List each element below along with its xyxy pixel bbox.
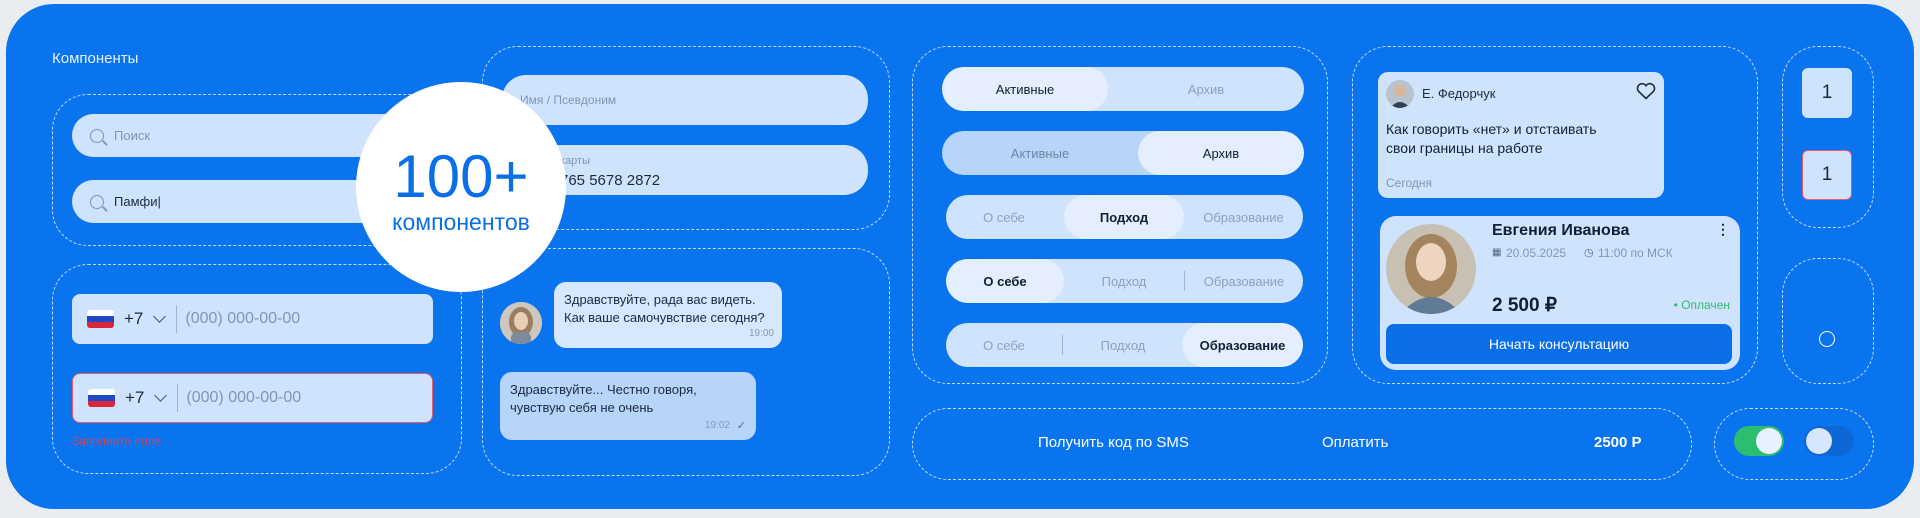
outgoing-line-2: чувствую себя не очень: [510, 400, 654, 415]
more-vertical-icon[interactable]: ⋮: [1716, 221, 1730, 237]
tab-active[interactable]: Активные: [1010, 145, 1070, 161]
toggle-switch-on[interactable]: [1734, 426, 1784, 456]
article-author: Е. Федорчук: [1422, 86, 1496, 101]
segment-about[interactable]: О себе: [983, 209, 1025, 225]
phone-group: [52, 264, 462, 474]
incoming-message: Здравствуйте, рада вас видеть. Как ваше …: [554, 282, 782, 348]
segments-about-selected: О себе Подход Образование: [946, 259, 1303, 303]
outgoing-line-1: Здравствуйте... Честно говоря,: [510, 382, 697, 397]
divider: [1062, 335, 1063, 355]
read-check-icon: ✓: [736, 420, 746, 432]
incoming-line-1: Здравствуйте, рада вас видеть.: [564, 292, 756, 307]
segment-about[interactable]: О себе: [983, 337, 1025, 353]
search-icon: [90, 194, 104, 209]
tab-archive[interactable]: Архив: [1187, 81, 1225, 97]
toggle-knob: [1806, 428, 1832, 454]
nickname-placeholder: Имя / Псевдоним: [520, 93, 617, 107]
search-value: Памфи|: [114, 194, 161, 209]
components-count-badge: 100+ компонентов: [356, 82, 566, 292]
article-title-line-1: Как говорить «нет» и отстаивать: [1386, 121, 1597, 137]
card-number-value: 765 5678 2872: [560, 172, 661, 189]
nickname-input[interactable]: Имя / Псевдоним: [502, 75, 868, 125]
search-placeholder: Поиск: [114, 128, 151, 143]
phone-input[interactable]: +7 (000) 000-00-00: [72, 294, 433, 344]
toggle-knob: [1756, 428, 1782, 454]
article-title-line-2: свои границы на работе: [1386, 140, 1543, 156]
tabs-archive-selected: Активные Архив: [942, 131, 1304, 175]
error-message: Заполните поле: [72, 434, 162, 448]
phone-placeholder: (000) 000-00-00: [185, 310, 301, 327]
chevron-down-icon[interactable]: [153, 309, 167, 323]
segment-approach[interactable]: Подход: [1064, 195, 1184, 239]
divider: [177, 384, 179, 412]
chat-group: [482, 248, 890, 476]
segment-approach[interactable]: Подход: [1101, 273, 1147, 289]
segment-about[interactable]: О себе: [946, 259, 1064, 303]
russia-flag-icon: [88, 389, 115, 407]
toggle-group: [1714, 408, 1874, 480]
segment-education[interactable]: Образование: [1182, 323, 1303, 367]
search-icon: [90, 128, 104, 143]
specialist-avatar: [1386, 224, 1476, 314]
phone-code: +7: [124, 309, 144, 328]
radio-button[interactable]: [1819, 331, 1835, 347]
consultation-time: 11:00 по МСК: [1598, 246, 1673, 260]
outgoing-message: Здравствуйте... Честно говоря, чувствую …: [500, 372, 756, 440]
incoming-line-2: Как ваше самочувствие сегодня?: [564, 310, 765, 325]
chevron-down-icon[interactable]: [154, 388, 168, 402]
divider: [176, 305, 178, 333]
phone-placeholder: (000) 000-00-00: [186, 389, 302, 406]
russia-flag-icon: [87, 310, 114, 328]
badge-number: 100+: [393, 142, 529, 210]
article-card[interactable]: Е. Федорчук Как говорить «нет» и отстаив…: [1378, 72, 1664, 198]
article-date: Сегодня: [1386, 176, 1432, 190]
calendar-icon: ▦: [1492, 247, 1502, 258]
cards-group: [1352, 46, 1758, 384]
segment-education[interactable]: Образование: [1203, 273, 1285, 289]
card-number-label: карты: [560, 155, 590, 167]
badge-label: компонентов: [392, 208, 530, 235]
section-title: Компоненты: [52, 50, 139, 67]
message-time: 19:00: [748, 328, 774, 339]
segmented-controls-group: [912, 46, 1328, 384]
bottom-actions-group: [912, 408, 1692, 480]
specialist-name: Евгения Иванова: [1492, 222, 1630, 239]
segments-approach-selected: О себе Подход Образование: [946, 195, 1303, 239]
toggle-switch-off[interactable]: [1804, 426, 1854, 456]
consultation-date: 20.05.2025: [1506, 246, 1567, 260]
consultation-card: Евгения Иванова ⋮ ▦ 20.05.2025 ◷ 11:00 п…: [1380, 216, 1740, 370]
consultation-price: 2 500 ₽: [1492, 295, 1557, 316]
article-title: Как говорить «нет» и отстаивать свои гра…: [1386, 120, 1597, 158]
counter-box-error[interactable]: 1: [1802, 150, 1852, 200]
segments-education-selected: О себе Подход Образование: [946, 323, 1303, 367]
pay-button[interactable]: Оплатить: [1322, 434, 1389, 451]
author-avatar: [1386, 80, 1414, 108]
payment-status-badge: • Оплачен: [1673, 298, 1730, 312]
start-consultation-button[interactable]: Начать консультацию: [1386, 324, 1732, 364]
phone-input-error[interactable]: +7 (000) 000-00-00: [72, 373, 433, 423]
tab-active[interactable]: Активные: [942, 67, 1108, 111]
tab-archive[interactable]: Архив: [1138, 131, 1304, 175]
tabs-active-selected: Активные Архив: [942, 67, 1304, 111]
components-board: Компоненты Поиск Памфи| +7 (000) 000-00-…: [6, 4, 1914, 509]
get-sms-code-button[interactable]: Получить код по SMS: [1038, 434, 1189, 451]
clock-icon: ◷: [1584, 247, 1594, 259]
segment-education[interactable]: Образование: [1203, 209, 1284, 225]
avatar: [500, 302, 542, 344]
phone-code: +7: [125, 388, 145, 407]
counter-group: [1782, 46, 1874, 228]
message-time: 19:02: [704, 420, 730, 431]
divider: [1184, 271, 1185, 291]
radio-group: [1782, 258, 1874, 384]
pay-amount: 2500 Р: [1594, 434, 1642, 451]
heart-icon[interactable]: [1636, 82, 1656, 105]
segment-approach[interactable]: Подход: [1100, 337, 1146, 353]
counter-box[interactable]: 1: [1802, 68, 1852, 118]
